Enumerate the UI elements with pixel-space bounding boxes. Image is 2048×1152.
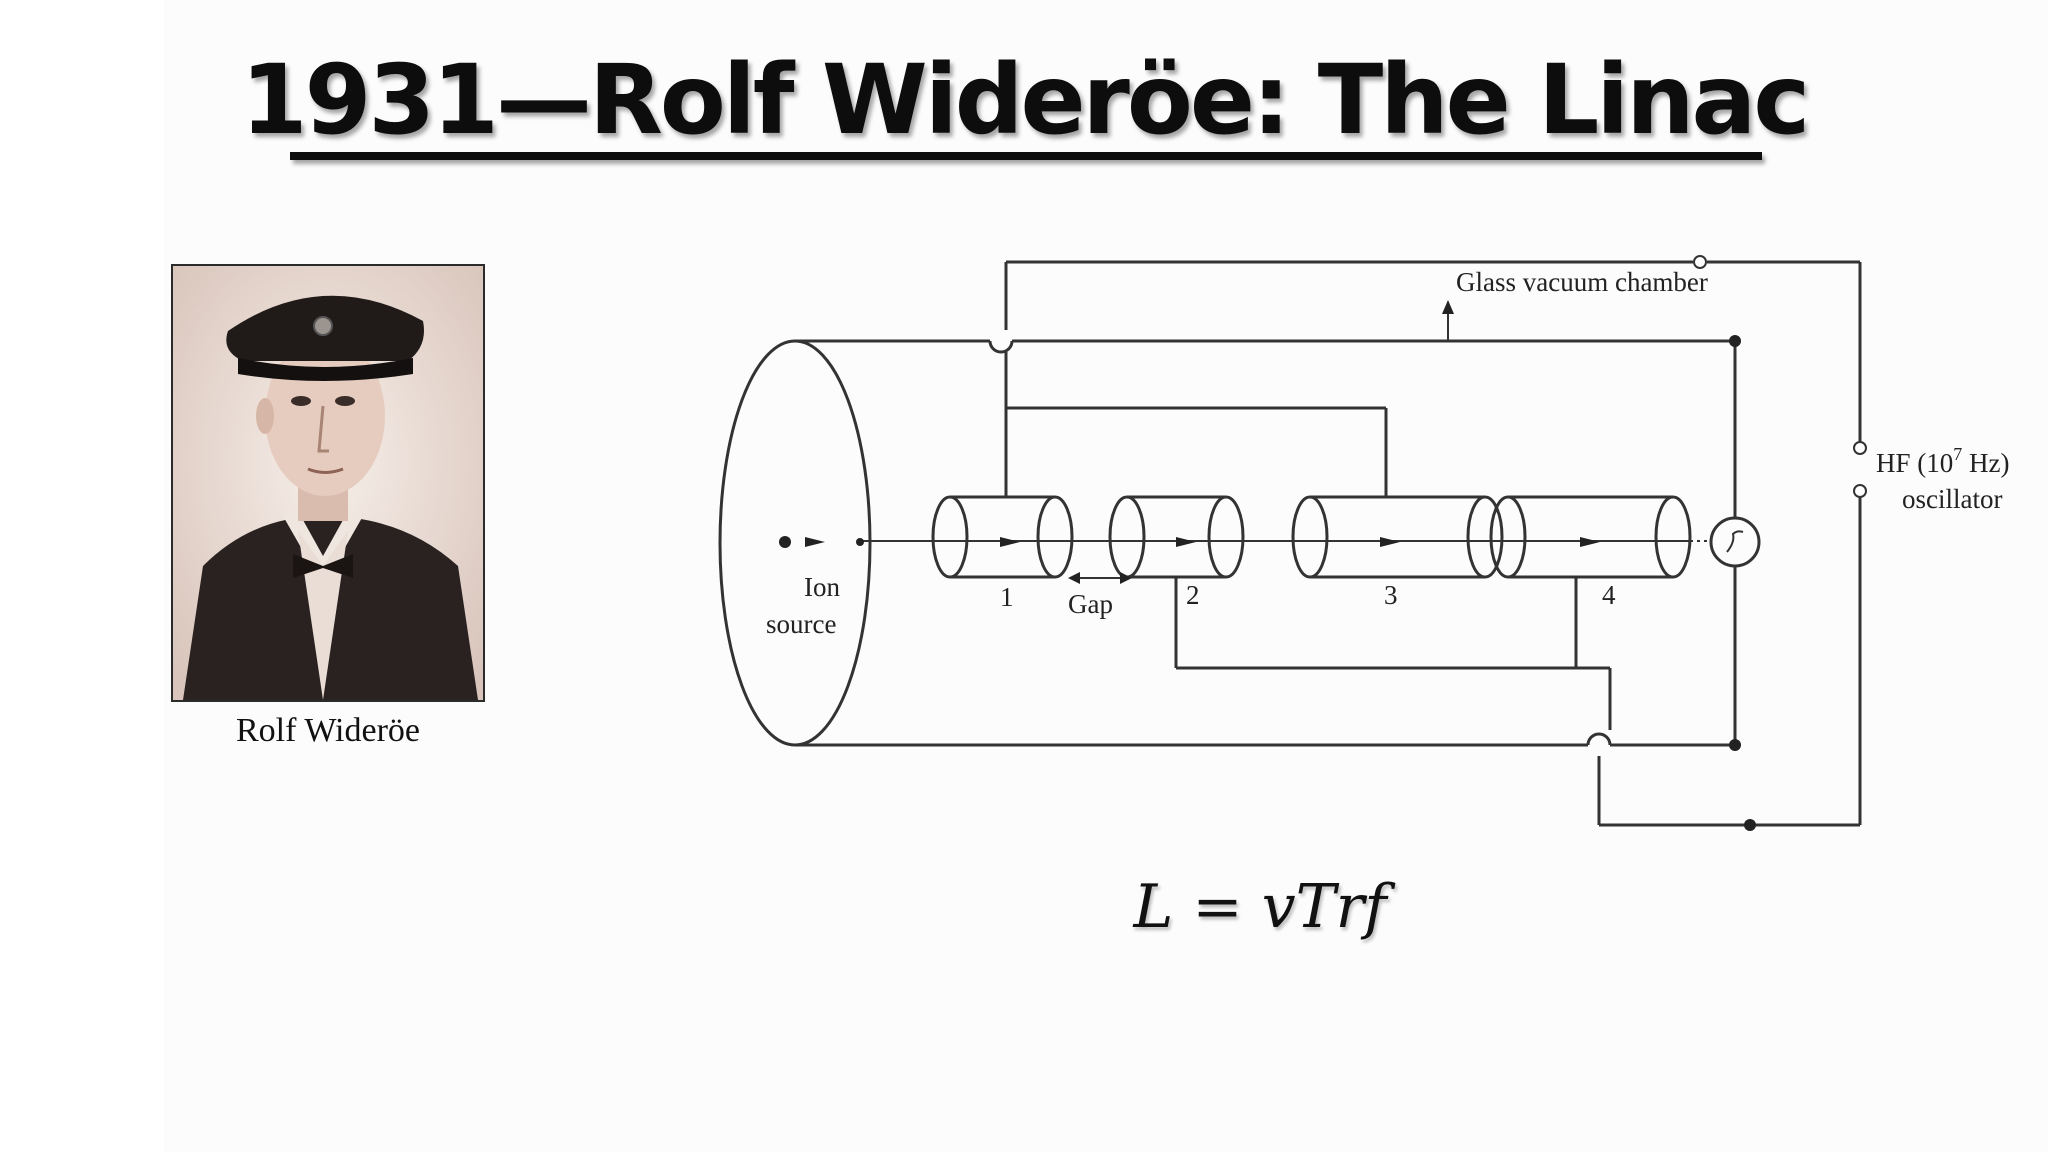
- hf-label: HF (107 Hz): [1876, 444, 2010, 478]
- tube-label-3: 3: [1384, 580, 1398, 610]
- gap-label: Gap: [1068, 589, 1113, 619]
- tube-label-1: 1: [1000, 582, 1014, 612]
- oscillator-label: oscillator: [1902, 484, 2002, 514]
- ion-label: Ion: [804, 572, 840, 602]
- tube-label-2: 2: [1186, 580, 1200, 610]
- photo-caption: Rolf Wideröe: [235, 712, 420, 749]
- chamber-end-ellipse: [718, 339, 872, 747]
- portrait-photo: [171, 264, 485, 702]
- linac-diagram: Glass vacuum chamber Ion source Gap 1 2 …: [700, 230, 2048, 850]
- tube-label-4: 4: [1602, 580, 1616, 610]
- slide-title: 1931—Rolf Wideröe: The Linac: [240, 44, 1810, 156]
- linac-equation: L = vTrf: [1133, 872, 1387, 942]
- source-label: source: [766, 609, 836, 639]
- chamber-label: Glass vacuum chamber: [1456, 267, 1708, 297]
- title-underline: [290, 152, 1762, 160]
